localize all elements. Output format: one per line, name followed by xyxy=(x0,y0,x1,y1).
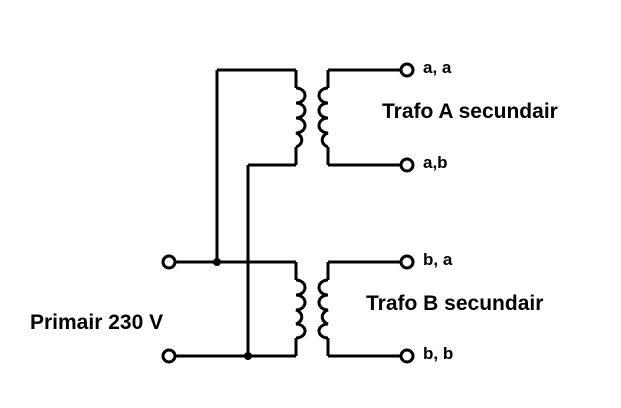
terminal-label-a-b: a,b xyxy=(423,153,448,172)
primary-terminal-top xyxy=(161,254,177,270)
trafo-a-label: Trafo A secundair xyxy=(382,100,558,123)
terminal-label-a-a: a, a xyxy=(423,58,452,77)
terminal-a-a xyxy=(399,62,415,78)
terminal-a-b xyxy=(399,157,415,173)
primary-wiring xyxy=(176,68,298,358)
trafo-b-secondary-coil xyxy=(317,278,329,340)
junction-lower xyxy=(244,352,252,360)
junction-upper xyxy=(213,258,221,266)
terminal-label-b-b: b, b xyxy=(423,344,453,363)
trafo-a-secondary-coil xyxy=(317,86,329,149)
trafo-b-label: Trafo B secundair xyxy=(366,292,543,315)
trafo-b-primary-coil xyxy=(295,278,307,340)
terminal-label-b-a: b, a xyxy=(423,250,453,269)
primary-terminal-bottom xyxy=(161,348,177,364)
terminal-b-b xyxy=(399,348,415,364)
trafo-a-primary-coil xyxy=(295,86,307,149)
secondary-wiring xyxy=(326,68,400,358)
terminal-b-a xyxy=(399,254,415,270)
primary-label: Primair 230 V xyxy=(30,311,163,334)
